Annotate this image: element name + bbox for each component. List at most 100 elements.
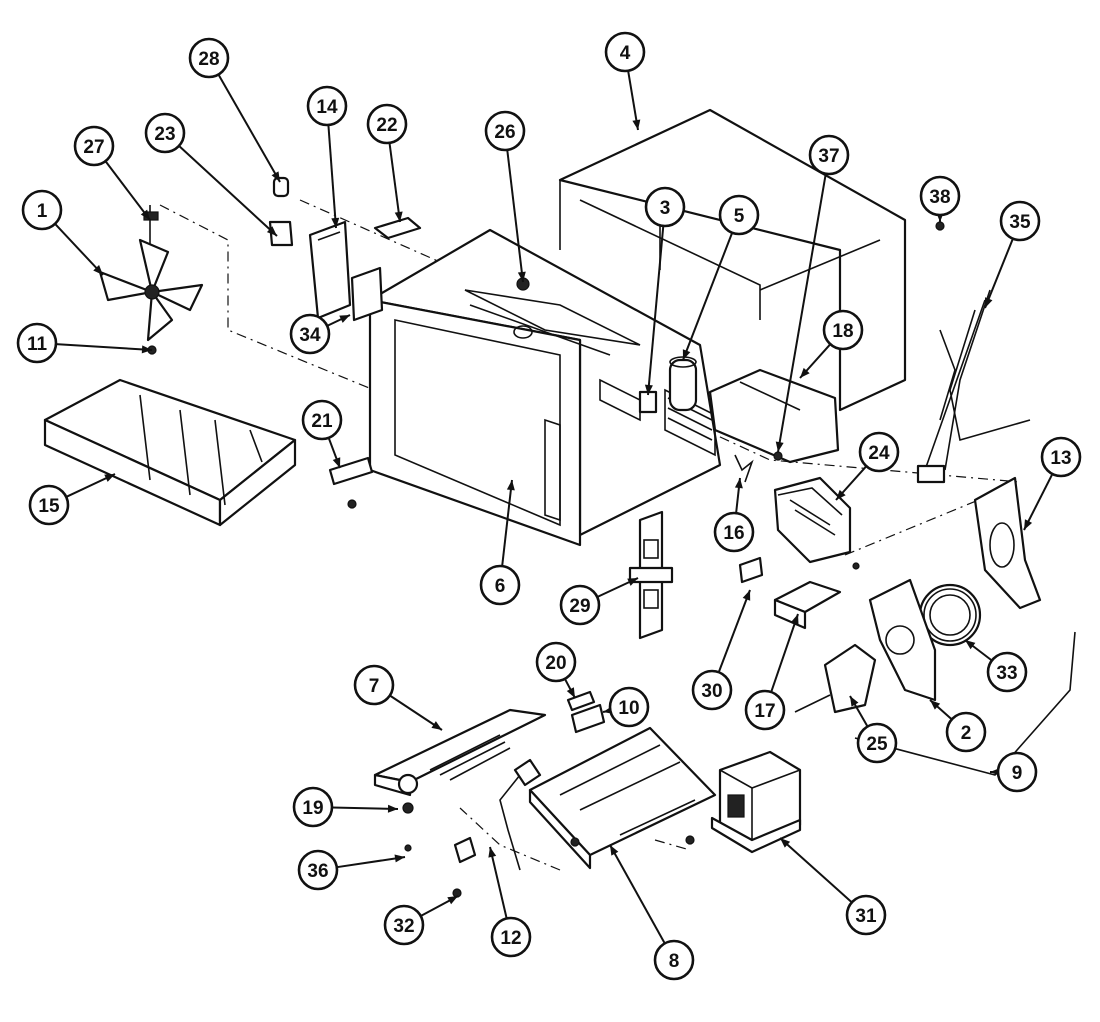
callout-bubble-33 xyxy=(986,651,1028,693)
callout-26: 26 xyxy=(484,110,526,152)
leader-line-23 xyxy=(178,145,278,237)
callout-bubble-5 xyxy=(718,194,760,236)
leader-arrow-30 xyxy=(742,590,751,601)
callout-label-7: 7 xyxy=(369,676,380,697)
leader-lines xyxy=(54,70,1054,944)
callout-29: 29 xyxy=(559,584,601,626)
leader-line-6 xyxy=(501,479,513,567)
callout-19: 19 xyxy=(292,786,334,828)
callout-bubble-18 xyxy=(822,309,864,351)
callout-bubble-22 xyxy=(366,103,408,145)
callout-1: 1 xyxy=(21,189,63,231)
leader-line-7 xyxy=(389,694,443,731)
callout-bubble-30 xyxy=(691,669,733,711)
callout-bubble-25 xyxy=(856,722,898,764)
leader-arrow-15 xyxy=(104,474,115,482)
callout-label-26: 26 xyxy=(494,122,515,143)
callout-bubble-6 xyxy=(479,564,521,606)
callout-label-20: 20 xyxy=(545,653,566,674)
callout-16: 16 xyxy=(713,511,755,553)
callout-18: 18 xyxy=(822,309,864,351)
air-duct xyxy=(43,378,297,527)
motor-bracket xyxy=(868,578,937,702)
callout-bubble-17 xyxy=(744,689,786,731)
callout-label-23: 23 xyxy=(154,124,175,145)
leader-arrow-26 xyxy=(517,271,526,282)
callout-5: 5 xyxy=(718,194,760,236)
blower-motor xyxy=(794,643,877,714)
callout-bubble-7 xyxy=(353,664,395,706)
leader-arrow-14 xyxy=(331,217,340,228)
leader-arrow-20 xyxy=(566,687,575,698)
callout-label-10: 10 xyxy=(618,698,639,719)
callout-bubble-1 xyxy=(21,189,63,231)
leader-arrow-25 xyxy=(850,696,859,707)
callout-label-37: 37 xyxy=(818,146,839,167)
callout-bubble-12 xyxy=(490,916,532,958)
callout-bubble-14 xyxy=(306,85,348,127)
callout-34: 34 xyxy=(289,313,331,355)
callout-30: 30 xyxy=(691,669,733,711)
callout-12: 12 xyxy=(490,916,532,958)
callout-label-18: 18 xyxy=(832,321,853,342)
base-plate xyxy=(528,726,717,870)
leader-line-19 xyxy=(331,806,399,810)
callout-bubble-26 xyxy=(484,110,526,152)
leader-arrow-27 xyxy=(140,209,150,220)
leader-arrow-12 xyxy=(488,847,497,858)
callout-24: 24 xyxy=(858,431,900,473)
leader-arrow-13 xyxy=(1024,519,1033,530)
callout-15: 15 xyxy=(28,484,70,526)
callout-bubble-4 xyxy=(604,31,646,73)
leader-line-1 xyxy=(54,223,104,276)
leader-line-28 xyxy=(217,73,281,183)
leader-line-27 xyxy=(104,160,151,221)
leader-line-8 xyxy=(609,844,666,944)
leader-line-12 xyxy=(489,846,508,919)
callout-label-25: 25 xyxy=(866,734,888,755)
leader-arrow-36 xyxy=(394,854,405,863)
leader-arrow-1 xyxy=(93,264,103,275)
leader-line-37 xyxy=(777,173,827,453)
leader-arrow-16 xyxy=(734,478,743,489)
callout-label-17: 17 xyxy=(754,701,775,722)
leader-arrow-33 xyxy=(965,640,976,650)
callout-label-27: 27 xyxy=(83,137,104,158)
leader-line-11 xyxy=(55,343,153,351)
callout-10: 10 xyxy=(608,686,650,728)
capacitor xyxy=(668,356,698,412)
callout-label-13: 13 xyxy=(1050,448,1071,469)
lamp-assembly xyxy=(268,176,294,247)
callout-bubble-16 xyxy=(713,511,755,553)
leader-line-22 xyxy=(388,142,401,223)
callout-bubble-15 xyxy=(28,484,70,526)
interlock-bracket xyxy=(628,510,674,640)
callout-label-5: 5 xyxy=(734,206,745,227)
leader-arrow-4 xyxy=(632,119,641,130)
oven-cavity xyxy=(368,228,722,547)
callout-36: 36 xyxy=(297,849,339,891)
leader-arrow-23 xyxy=(266,226,277,236)
callout-bubble-11 xyxy=(16,322,58,364)
leader-arrow-19 xyxy=(387,804,398,813)
callout-bubble-13 xyxy=(1040,436,1082,478)
blower-housing xyxy=(708,368,840,464)
callout-label-29: 29 xyxy=(569,596,590,617)
callout-label-21: 21 xyxy=(311,411,333,432)
callout-label-15: 15 xyxy=(38,496,60,517)
leader-arrow-28 xyxy=(271,171,280,182)
callout-22: 22 xyxy=(366,103,408,145)
callout-4: 4 xyxy=(604,31,646,73)
callout-bubble-34 xyxy=(289,313,331,355)
callout-label-1: 1 xyxy=(37,201,48,222)
leader-arrow-17 xyxy=(790,614,799,625)
leader-line-35 xyxy=(984,238,1014,309)
callout-37: 37 xyxy=(808,134,850,176)
callout-bubble-19 xyxy=(292,786,334,828)
callout-bubble-10 xyxy=(608,686,650,728)
relay-parts xyxy=(566,690,606,734)
leader-arrow-7 xyxy=(431,721,442,730)
callout-label-32: 32 xyxy=(393,916,414,937)
